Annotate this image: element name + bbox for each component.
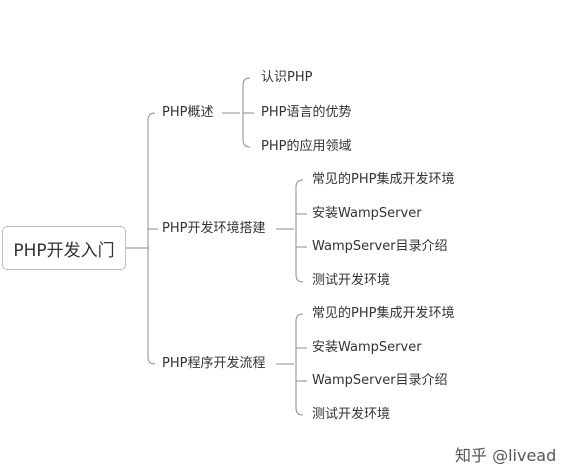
leaf-node[interactable]: WampServer目录介绍	[312, 373, 448, 388]
branch2-bracket	[295, 179, 304, 283]
leaf-node[interactable]: PHP的应用领域	[261, 139, 352, 154]
leaf-node[interactable]: 常见的PHP集成开发环境	[312, 306, 455, 321]
leaf-node[interactable]: 认识PHP	[261, 70, 313, 85]
watermark: 知乎 @livead	[455, 446, 557, 465]
leaf-node[interactable]: PHP语言的优势	[261, 105, 352, 120]
branch-node-env-setup[interactable]: PHP开发环境搭建	[162, 221, 266, 236]
branch-node-overview[interactable]: PHP概述	[162, 105, 214, 120]
leaf-node[interactable]: 安装WampServer	[312, 340, 422, 355]
leaf-node[interactable]: 测试开发环境	[312, 273, 391, 288]
root-node[interactable]: PHP开发入门	[2, 226, 126, 270]
branch-node-dev-process[interactable]: PHP程序开发流程	[162, 356, 266, 371]
root-node-label: PHP开发入门	[13, 240, 115, 261]
branch3-bracket	[295, 313, 304, 416]
leaf-node[interactable]: 安装WampServer	[312, 206, 422, 221]
leaf-node[interactable]: 测试开发环境	[312, 407, 391, 422]
leaf-node[interactable]: 常见的PHP集成开发环境	[312, 172, 455, 187]
trunk-line	[147, 112, 156, 365]
leaf-node[interactable]: WampServer目录介绍	[312, 239, 448, 254]
